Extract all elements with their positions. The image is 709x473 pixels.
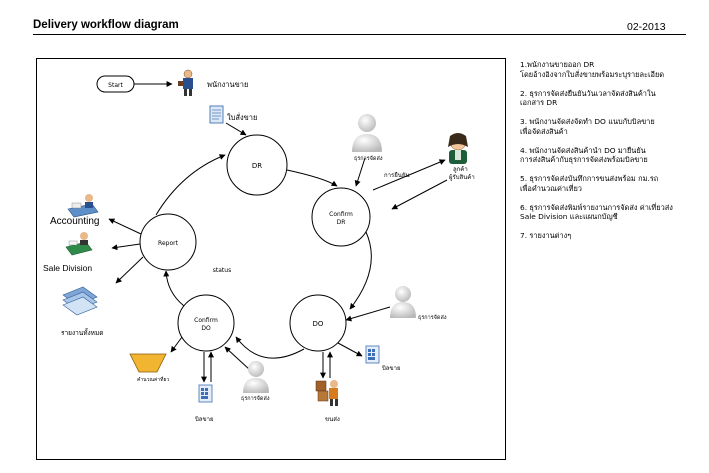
arrow-confirm-do-to-report	[163, 270, 185, 307]
header-rule	[33, 34, 686, 35]
sales-order-label: ใบสั่งขาย	[227, 113, 258, 122]
customer-label-1: ลูกค้า	[453, 166, 468, 173]
arrow-report-to-dr	[155, 154, 226, 216]
clerk-top-label: ธุรการจัดส่ง	[354, 156, 383, 162]
reports-stack-icon	[62, 286, 98, 316]
all-reports-label: รายงานทั้งหมด	[61, 329, 104, 337]
clerk-top-icon	[352, 114, 382, 152]
note-7: 7. รายงานต่างๆ	[520, 231, 572, 240]
svg-text:Report: Report	[158, 240, 179, 247]
arrow-report-to-all-reports	[115, 256, 144, 284]
note-3: 3. พนักงานจัดส่งจัดทำ DO แนบกับบิลขายเพื…	[520, 117, 655, 136]
node-confirm-do: Confirm DO	[177, 294, 235, 352]
node-start: Start	[96, 75, 135, 93]
arrow-dr-to-confirm-dr	[286, 169, 338, 187]
svg-text:DR: DR	[337, 219, 346, 226]
invoice-bottom-label: บิลขาย	[195, 416, 214, 423]
arrow-confirm-dr-to-do	[349, 231, 372, 310]
clerk-bottom-icon	[243, 361, 269, 393]
svg-text:DO: DO	[201, 325, 211, 332]
confirm-text-label: การยืนยัน	[384, 172, 410, 179]
arrow-do-to-invoice	[337, 342, 363, 357]
svg-text:DR: DR	[252, 162, 262, 170]
delivery-label: ขนส่ง	[325, 416, 340, 423]
node-dr: DR	[226, 134, 288, 196]
note-5: 5. ธุรการจัดส่งบันทึกการขนส่งพร้อม กม.รถ…	[520, 174, 659, 193]
note-6: 6. ธุรการจัดส่งพิมพ์รายงานการจัดส่ง ค่าเ…	[520, 202, 673, 222]
sale-division-label: Sale Division	[43, 263, 93, 273]
arrow-report-to-accounting	[108, 218, 142, 235]
customer-label-2: ผู้รับสินค้า	[449, 174, 475, 181]
page-date: 02-2013	[627, 21, 666, 33]
delivery-worker-icon	[315, 380, 338, 406]
page-title: Delivery workflow diagram	[33, 19, 179, 31]
clerk-right-label: ธุรการจัดส่ง	[418, 315, 447, 321]
invoice-right-label: บิลขาย	[382, 365, 401, 372]
status-label: status	[213, 267, 231, 274]
arrow-report-to-sales-division	[111, 243, 141, 251]
invoice-right-icon	[365, 345, 380, 364]
svg-text:DO: DO	[313, 320, 324, 328]
svg-text:Confirm: Confirm	[329, 211, 353, 218]
svg-text:Start: Start	[108, 82, 123, 89]
invoice-bottom-icon	[198, 384, 213, 403]
salesperson-icon	[178, 69, 193, 96]
calc-label: คำนวณค่าที่ยว	[137, 377, 170, 383]
node-report: Report	[139, 213, 197, 271]
clerk-right-icon	[390, 286, 416, 318]
node-do: DO	[289, 294, 347, 352]
node-confirm-dr: Confirm DR	[311, 187, 371, 247]
arrow-clerk-to-do	[345, 306, 391, 322]
sales-order-icon	[209, 105, 224, 124]
sales-person-label: พนักงานขาย	[207, 80, 249, 89]
arrow-confirm-do-to-calc	[170, 336, 183, 353]
arrow-order-to-dr	[225, 122, 247, 136]
accounting-icon	[67, 194, 99, 218]
arrow-customer-to-confirm-dr	[391, 179, 448, 210]
note-4: 4. พนักงานจัดส่งสินค้านำ DO มายืนยันการส…	[520, 145, 648, 165]
arrow-clerk-to-confirm-dr	[354, 157, 366, 187]
clerk-bottom-label: ธุรการจัดส่ง	[241, 396, 270, 402]
funnel-icon	[129, 353, 167, 373]
accounting-label: Accounting	[50, 216, 100, 227]
sale-division-icon	[65, 232, 93, 256]
arrow-do-to-confirm-do	[235, 336, 305, 359]
note-2: 2. ธุรการจัดส่งยืนยันวันเวลาจัดส่งสินค้า…	[520, 88, 656, 108]
arrow-clerk-to-confirm-do	[224, 346, 251, 371]
diagram-frame	[36, 58, 506, 460]
arrow-confirm-dr-to-customer	[372, 159, 446, 191]
customer-icon	[448, 133, 468, 164]
svg-text:Confirm: Confirm	[194, 317, 218, 324]
